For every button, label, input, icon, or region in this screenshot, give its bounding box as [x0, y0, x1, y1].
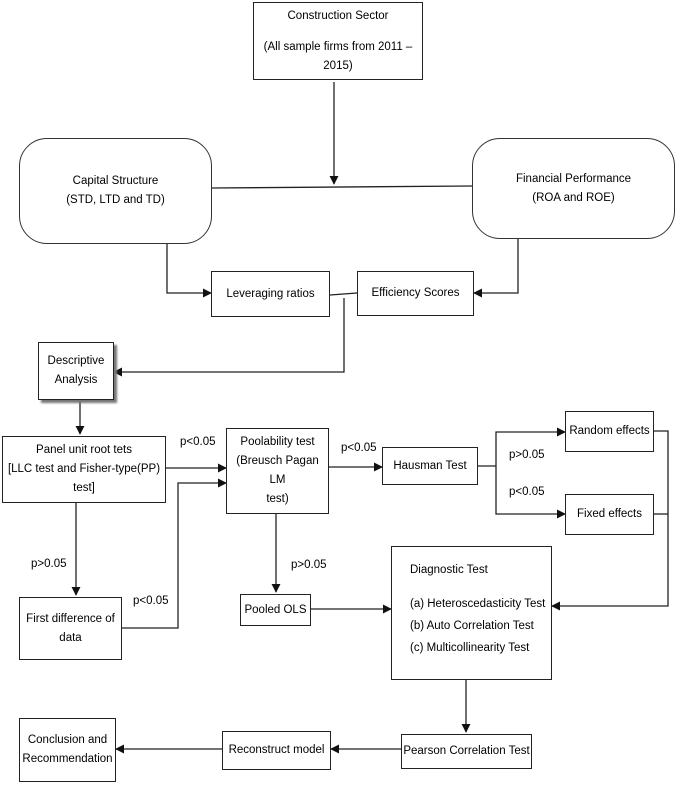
edge-label-pool-hausman: p<0.05 [341, 442, 377, 454]
financial-subtitle: (ROA and ROE) [532, 191, 615, 204]
construction-title: Construction Sector [287, 9, 389, 22]
poolability-test-box: Poolability test (Breusch Pagan LM test) [226, 428, 329, 514]
descriptive-analysis-box: Descriptive Analysis [38, 342, 114, 400]
arrow-hausman-fixed [495, 466, 566, 519]
capital-structure-box: Capital Structure (STD, LTD and TD) [19, 138, 212, 244]
poolability-sub1: (Breusch Pagan LM [236, 455, 319, 486]
panel-unit-root-box: Panel unit root tets [LLC test and Fishe… [2, 436, 166, 503]
leveraging-ratios-box: Leveraging ratios [211, 271, 330, 317]
edge-label-hausman-random: p>0.05 [509, 449, 545, 461]
random-effects-box: Random effects [565, 411, 654, 452]
edge-label-hausman-fixed: p<0.05 [509, 486, 545, 498]
firstdiff-line1: First difference of [26, 612, 115, 625]
poolability-title: Poolability test [240, 436, 315, 448]
random-label: Random effects [569, 425, 650, 437]
panel-subtitle: [LLC test and Fisher-type(PP) test] [7, 463, 161, 494]
pearson-label: Pearson Correlation Test [403, 745, 530, 757]
arrow-to-descriptive [113, 298, 345, 377]
hausman-test-box: Hausman Test [382, 447, 478, 485]
edge-label-panel-pool: p<0.05 [180, 436, 216, 448]
reconstruct-label: Reconstruct model [228, 744, 325, 756]
diagnostic-title: Diagnostic Test [410, 564, 488, 576]
arrow-firstdiff-poolability [122, 478, 227, 629]
edge-label-pool-pooled: p>0.05 [291, 559, 327, 571]
construction-subtitle: (All sample firms from 2011 – 2015) [263, 40, 413, 72]
capital-subtitle: (STD, LTD and TD) [66, 194, 165, 206]
construction-sector-box: Construction Sector (All sample firms fr… [253, 2, 423, 80]
efficiency-label: Efficiency Scores [371, 287, 460, 299]
fixed-effects-box: Fixed effects [565, 494, 654, 535]
panel-title: Panel unit root tets [36, 444, 132, 456]
poolability-sub2: test) [266, 493, 289, 505]
pearson-correlation-box: Pearson Correlation Test [401, 734, 532, 769]
financial-performance-box: Financial Performance (ROA and ROE) [472, 138, 675, 239]
diagnostic-item-b: (b) Auto Correlation Test [410, 620, 534, 632]
conclusion-box: Conclusion and Recommendation [19, 718, 116, 782]
efficiency-scores-box: Efficiency Scores [357, 271, 474, 316]
diagnostic-test-box: Diagnostic Test (a) Heteroscedasticity T… [391, 546, 552, 680]
pooled-ols-box: Pooled OLS [240, 594, 311, 626]
line-capital-financial [211, 185, 473, 189]
line-leveraging-efficiency [329, 292, 358, 296]
edge-label-firstdiff-pool: p<0.05 [133, 595, 169, 607]
fixed-label: Fixed effects [577, 508, 642, 520]
financial-title: Financial Performance [515, 172, 632, 185]
firstdiff-line2: data [59, 631, 82, 644]
descriptive-line1: Descriptive [47, 355, 105, 367]
first-difference-box: First difference of data [19, 597, 122, 660]
arrow-financial-efficiency [473, 238, 519, 298]
conclusion-line2: Recommendation [22, 753, 113, 765]
arrow-random-diagnostic [551, 430, 669, 611]
leveraging-label: Leveraging ratios [226, 287, 315, 300]
reconstruct-model-box: Reconstruct model [222, 731, 331, 770]
arrow-capital-leveraging [166, 244, 212, 298]
diagnostic-item-c: (c) Multicollinearity Test [410, 642, 530, 654]
conclusion-line1: Conclusion and [27, 734, 108, 746]
edge-label-panel-firstdiff: p>0.05 [31, 558, 67, 570]
descriptive-line2: Analysis [54, 374, 98, 386]
diagnostic-item-a: (a) Heteroscedasticity Test [410, 598, 546, 610]
pooled-label: Pooled OLS [244, 603, 307, 616]
arrow-hausman-random [478, 427, 566, 467]
hausman-label: Hausman Test [393, 459, 467, 472]
capital-title: Capital Structure [72, 175, 159, 187]
